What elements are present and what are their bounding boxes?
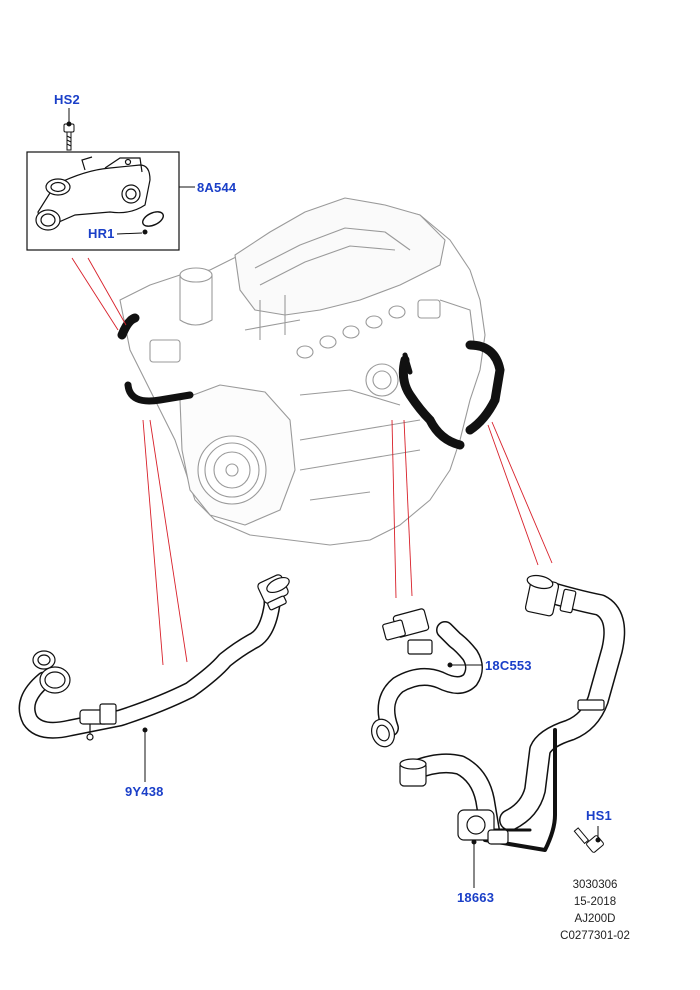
part-9y438-details	[32, 574, 290, 741]
hs2-bolt-icon	[63, 123, 75, 151]
engine-hoses	[117, 313, 505, 450]
hs1-bolt-icon	[573, 827, 604, 853]
part-18663-hose	[405, 579, 626, 852]
engine-illustration	[119, 197, 486, 546]
callout-hr1: HR1	[88, 226, 115, 241]
part-18c553-details	[371, 608, 433, 748]
reference-line-4: C0277301-02	[560, 930, 630, 942]
callout-8a544: 8A544	[197, 180, 237, 195]
callout-9y438: 9Y438	[125, 784, 164, 799]
callout-18c553: 18C553	[485, 658, 532, 673]
callout-hs2: HS2	[54, 92, 80, 107]
part-9y438-hose	[18, 589, 281, 739]
reference-line-2: 15-2018	[573, 896, 617, 908]
callout-hs1: HS1	[586, 808, 612, 823]
callout-18663: 18663	[457, 890, 495, 905]
reference-line-3: AJ200D	[574, 913, 616, 925]
part-18663-details	[399, 574, 605, 845]
leader-lines	[71, 257, 553, 666]
hr1-oring-icon	[142, 211, 164, 227]
reference-line-1: 3030306	[572, 879, 618, 891]
part-18c553-hose	[377, 621, 483, 737]
callout-leaders	[66, 108, 601, 888]
thermostat-housing-icon	[35, 156, 151, 231]
